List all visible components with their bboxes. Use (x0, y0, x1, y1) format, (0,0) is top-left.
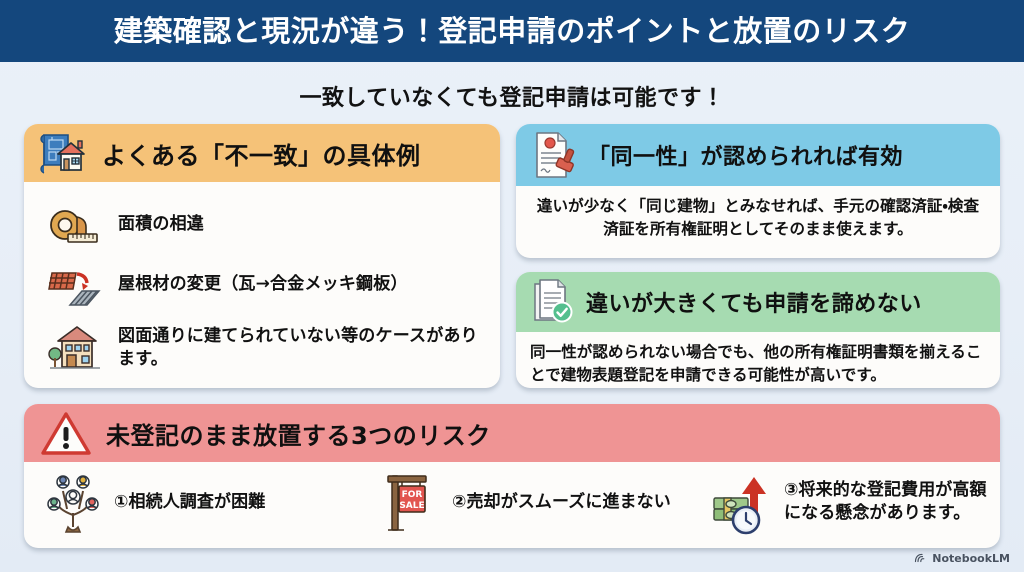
certificate-stamp-icon (530, 130, 578, 180)
card-identity-valid: 「同一性」が認められれば有効 違いが少なく「同じ建物」とみなせれば、手元の確認済… (516, 124, 1000, 258)
watermark-label: NotebookLM (932, 552, 1010, 565)
risks-list: ①相続人調査が困難 FOR SALE ②売却がスムーズに進まない (24, 462, 1000, 540)
list-item-label: 面積の相違 (118, 214, 204, 234)
card-identity-title: 「同一性」が認められれば有効 (588, 145, 904, 170)
house-tree-icon (46, 324, 104, 370)
mismatch-list: 面積の相違 (40, 196, 484, 371)
for-sale-line1: FOR (402, 490, 423, 500)
card-mismatch-examples: よくある「不一致」の具体例 (24, 124, 500, 388)
card-risks-header: 未登記のまま放置する3つのリスク (24, 404, 1000, 462)
tape-measure-icon (46, 204, 104, 250)
subtitle: 一致していなくても登記申請は可能です！ (299, 86, 725, 111)
family-tree-icon (42, 468, 104, 536)
card-giveup-header: 違いが大きくても申請を諦めない (516, 272, 1000, 332)
card-mismatch-body: 面積の相違 (24, 182, 500, 383)
for-sale-sign-icon: FOR SALE (380, 468, 442, 536)
list-item-label: ③将来的な登記費用が高額になる懸念があります。 (784, 480, 987, 523)
notebooklm-icon (914, 552, 927, 565)
roof-tile-change-icon (46, 264, 104, 310)
list-item-label: ②売却がスムーズに進まない (452, 491, 671, 512)
list-item: 屋根材の変更（瓦→合金メッキ鋼板） (46, 264, 480, 310)
title-bar: 建築確認と現況が違う！登記申請のポイントと放置のリスク (0, 0, 1024, 62)
card-giveup-title: 違いが大きくても申請を諦めない (586, 292, 922, 317)
document-check-icon (530, 278, 576, 326)
card-mismatch-header: よくある「不一致」の具体例 (24, 124, 500, 182)
card-mismatch-title: よくある「不一致」の具体例 (102, 141, 421, 170)
list-item-label: 屋根材の変更（瓦→合金メッキ鋼板） (118, 274, 408, 294)
card-identity-body: 違いが少なく「同じ建物」とみなせれば、手元の確認済証・検査済証を所有権証明として… (536, 197, 980, 239)
card-dont-give-up: 違いが大きくても申請を諦めない 同一性が認められない場合でも、他の所有権証明書類… (516, 272, 1000, 388)
card-giveup-body: 同一性が認められない場合でも、他の所有権証明書類を揃えることで建物表題登記を申請… (530, 343, 982, 385)
card-risks: 未登記のまま放置する3つのリスク (24, 404, 1000, 548)
money-clock-arrow-icon (710, 468, 774, 536)
list-item-label: 図面通りに建てられていない等のケースがあります。 (118, 326, 478, 369)
watermark: NotebookLM (914, 552, 1010, 565)
list-item: 図面通りに建てられていない等のケースがあります。 (46, 324, 480, 371)
list-item: ①相続人調査が困難 (42, 468, 380, 536)
blueprint-house-icon (38, 130, 92, 176)
list-item: FOR SALE ②売却がスムーズに進まない (380, 468, 710, 536)
card-risks-title: 未登記のまま放置する3つのリスク (106, 421, 491, 450)
list-item: ③将来的な登記費用が高額になる懸念があります。 (710, 468, 990, 536)
for-sale-line2: SALE (399, 501, 424, 511)
list-item-label: ①相続人調査が困難 (114, 491, 266, 512)
list-item: 面積の相違 (46, 204, 480, 250)
warning-triangle-icon (40, 410, 92, 456)
page-title: 建築確認と現況が違う！登記申請のポイントと放置のリスク (113, 13, 911, 48)
card-identity-header: 「同一性」が認められれば有効 (516, 124, 1000, 186)
